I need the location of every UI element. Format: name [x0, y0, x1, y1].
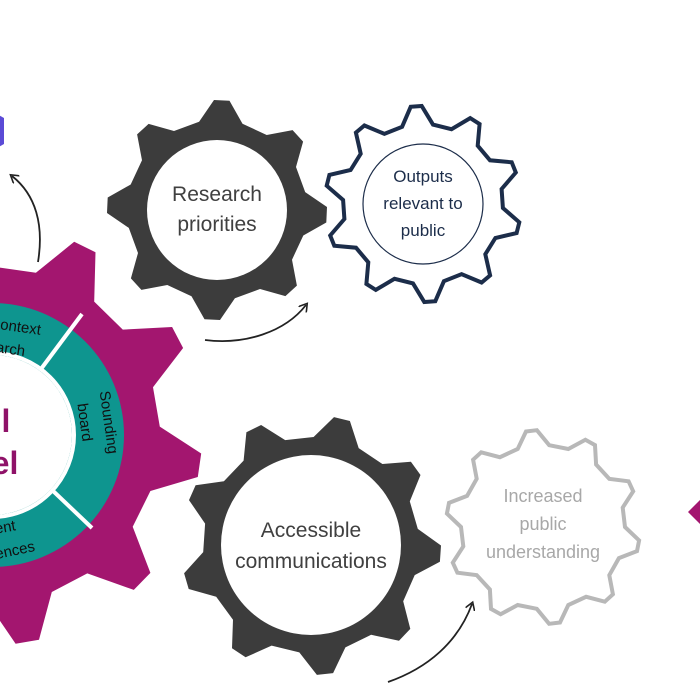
- gear-accessible-hole: [221, 455, 401, 635]
- gear-increased-understanding: Increased public understanding: [444, 428, 642, 626]
- segment-sounding-line-2: board: [73, 402, 95, 442]
- arrow-panel-to-hexagon: [12, 176, 41, 263]
- panel-title-line-1: l: [2, 403, 11, 439]
- gear-outputs-body: [324, 103, 522, 305]
- gear-increased-label-1: Increased: [503, 486, 582, 506]
- gear-outputs-relevant: Outputs relevant to public: [324, 103, 522, 305]
- panel-ring-inner-line: [0, 351, 76, 519]
- hexagon-shape: [0, 115, 4, 147]
- segment-context-line-1: ontext: [0, 316, 43, 339]
- gear-research-priorities: Research priorities: [107, 100, 327, 320]
- gear-accessible-label-1: Accessible: [261, 519, 361, 542]
- gear-outputs-label-3: public: [401, 221, 446, 240]
- panel-divider-top: [39, 312, 84, 371]
- gear-increased-label-3: understanding: [486, 542, 600, 562]
- panel-gear: l el ontext arch Sounding board ent ence…: [0, 241, 202, 644]
- gear-research-label-2: priorities: [177, 213, 256, 236]
- gear-research-label-1: Research: [172, 183, 262, 206]
- gear-outputs-inner-circle: [362, 143, 484, 265]
- gear-outputs-label-1: Outputs: [393, 167, 453, 186]
- panel-title-line-2: el: [0, 445, 18, 481]
- gear-research-hole: [147, 140, 287, 280]
- arrow-research-to-outputs: [204, 305, 306, 342]
- gear-accessible-label-2: communications: [235, 550, 387, 573]
- gear-accessible-communications: Accessible communications: [184, 417, 441, 675]
- diamond-shape: [688, 500, 700, 524]
- panel-center: [0, 355, 72, 515]
- arrow-accessible-to-increased: [387, 604, 472, 683]
- panel-divider-bottom: [49, 487, 94, 530]
- gear-increased-label-2: public: [519, 514, 566, 534]
- segment-experience-line-1: ent: [0, 517, 18, 538]
- segment-context-line-2: arch: [0, 339, 26, 360]
- gear-outputs-label-2: relevant to: [383, 194, 462, 213]
- gear-increased-body: [444, 428, 642, 626]
